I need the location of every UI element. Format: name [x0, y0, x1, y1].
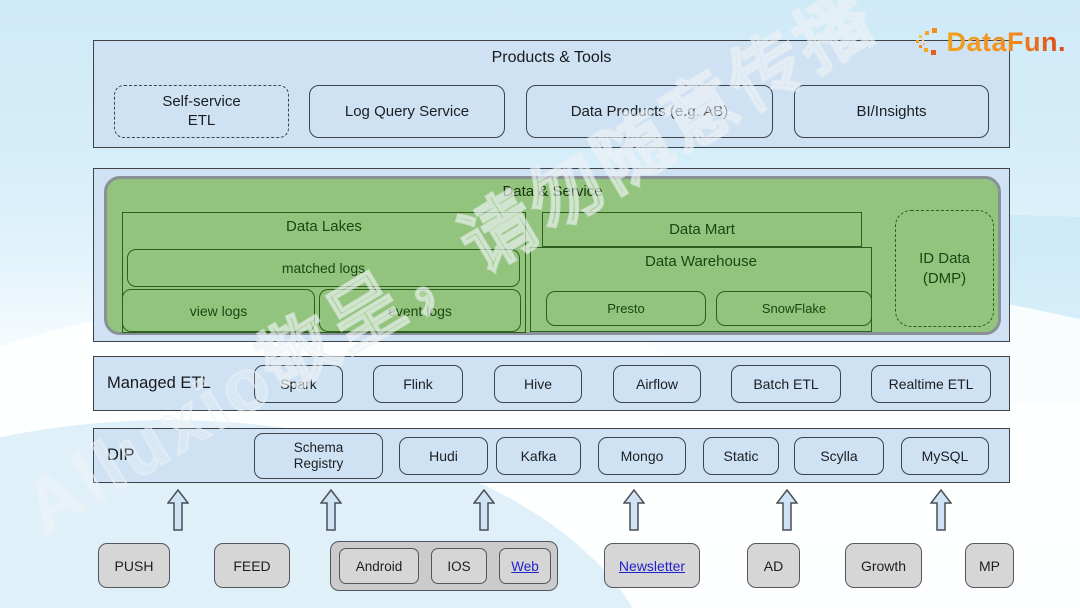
self-service-etl-box: Self-service ETL — [114, 85, 289, 138]
feed-box: FEED — [214, 543, 290, 588]
web-link-box[interactable]: Web — [499, 548, 551, 584]
data-lakes-title: Data Lakes — [286, 218, 362, 235]
schema-registry-chip: Schema Registry — [254, 433, 383, 479]
datafun-logo-text: DataFun. — [946, 26, 1066, 57]
view-logs-box: view logs — [122, 289, 315, 332]
up-arrow-icon — [320, 489, 342, 531]
push-box: PUSH — [98, 543, 170, 588]
hive-chip: Hive — [494, 365, 582, 403]
airflow-chip: Airflow — [613, 365, 701, 403]
android-box: Android — [339, 548, 419, 584]
up-arrow-icon — [623, 489, 645, 531]
kafka-chip: Kafka — [496, 437, 581, 475]
log-query-service-box: Log Query Service — [309, 85, 505, 138]
ad-box: AD — [747, 543, 800, 588]
newsletter-link[interactable]: Newsletter — [618, 557, 686, 574]
static-chip: Static — [703, 437, 779, 475]
mp-box: MP — [965, 543, 1014, 588]
batch-etl-chip: Batch ETL — [731, 365, 841, 403]
data-warehouse-title: Data Warehouse — [644, 253, 757, 270]
snowflake-box: SnowFlake — [716, 291, 872, 326]
mongo-chip: Mongo — [598, 437, 686, 475]
dip-label: DIP — [107, 446, 135, 464]
ios-box: IOS — [431, 548, 487, 584]
managed-etl-panel: Managed ETL Spark Flink Hive Airflow Bat… — [93, 356, 1010, 411]
up-arrow-icon — [167, 489, 189, 531]
data-products-box: Data Products (e.g. AB) — [526, 85, 773, 138]
spark-chip: Spark — [254, 365, 343, 403]
realtime-etl-chip: Realtime ETL — [871, 365, 991, 403]
app-group-box: Android IOS Web — [330, 541, 558, 591]
growth-box: Growth — [845, 543, 922, 588]
presto-box: Presto — [546, 291, 706, 326]
data-service-panel: Data & Service Data Lakes matched logs v… — [93, 168, 1010, 342]
mysql-chip: MySQL — [901, 437, 989, 475]
hudi-chip: Hudi — [399, 437, 488, 475]
newsletter-link-box[interactable]: Newsletter — [604, 543, 700, 588]
id-data-line1: ID Data — [919, 250, 970, 267]
up-arrow-icon — [473, 489, 495, 531]
flink-chip: Flink — [373, 365, 463, 403]
data-service-container: Data & Service Data Lakes matched logs v… — [104, 176, 1001, 335]
datafun-logo: DataFun. — [912, 26, 1066, 58]
datafun-logo-icon — [916, 28, 938, 55]
event-logs-box: event logs — [319, 289, 521, 332]
bi-insights-box: BI/Insights — [794, 85, 989, 138]
up-arrow-icon — [930, 489, 952, 531]
id-data-dmp-box: ID Data (DMP) — [895, 210, 994, 327]
web-link[interactable]: Web — [511, 558, 539, 574]
up-arrow-icon — [776, 489, 798, 531]
data-mart-box: Data Mart — [542, 212, 862, 247]
scylla-chip: Scylla — [794, 437, 884, 475]
id-data-line2: (DMP) — [922, 269, 967, 287]
dip-panel: DIP Schema Registry Hudi Kafka Mongo Sta… — [93, 428, 1010, 483]
matched-logs-box: matched logs — [127, 249, 520, 287]
products-tools-panel: Products & Tools Self-service ETL Log Qu… — [93, 40, 1010, 148]
managed-etl-label: Managed ETL — [107, 374, 211, 392]
data-service-title: Data & Service — [502, 183, 603, 200]
products-tools-title: Products & Tools — [491, 49, 612, 66]
